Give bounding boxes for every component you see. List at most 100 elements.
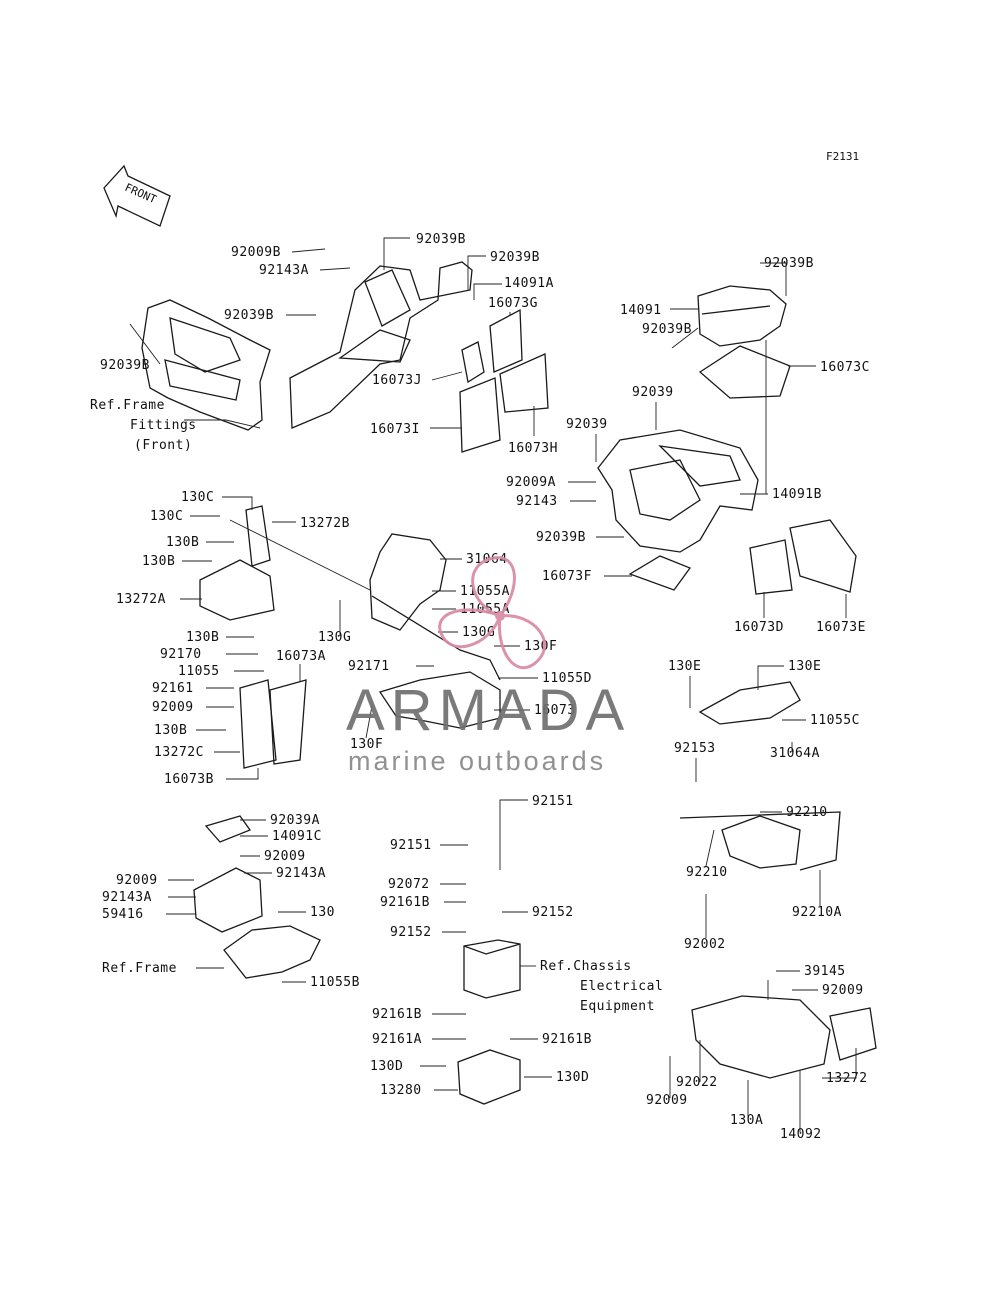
part-label: 16073J <box>372 373 422 388</box>
ref-note: Ref.Chassis <box>540 959 632 974</box>
part-label: 92143 <box>516 494 558 509</box>
battery-tray-shape <box>457 1049 521 1105</box>
pad-16073j-shape <box>461 341 485 384</box>
part-label: 92039A <box>270 813 320 828</box>
bracket-11055c-shape <box>698 681 801 725</box>
watermark-brand: ARMADA <box>346 678 630 743</box>
part-label: 16073G <box>488 296 538 311</box>
part-label: 130 <box>310 905 335 920</box>
part-label: 92039B <box>642 322 692 337</box>
part-label: 14091B <box>772 487 822 502</box>
part-label: 92039 <box>566 417 608 432</box>
part-label: 16073F <box>542 569 592 584</box>
part-label: 92153 <box>674 741 716 756</box>
part-label: 92009 <box>116 873 158 888</box>
part-labels: 92009B 92143A 92039B 92039B 14091A 92039… <box>100 232 870 1142</box>
part-label: 92143A <box>102 890 152 905</box>
part-label: 92039B <box>536 530 586 545</box>
center-tunnel-shape <box>597 429 759 553</box>
part-label: 92009 <box>646 1093 688 1108</box>
part-label: 14092 <box>780 1127 822 1142</box>
part-label: 92009 <box>822 983 864 998</box>
part-label: 130E <box>668 659 701 674</box>
part-label: 92022 <box>676 1075 718 1090</box>
part-label: 13280 <box>380 1083 422 1098</box>
watermark-logo: ARMADA marine outboards <box>346 556 630 776</box>
part-label: 92009A <box>506 475 556 490</box>
pad-16073c-shape <box>698 345 791 399</box>
reference-notes: Ref.Frame Fittings (Front) Ref.Frame Ref… <box>90 398 663 1014</box>
part-label: 14091C <box>272 829 322 844</box>
part-label: 16073B <box>164 772 214 787</box>
part-label: 130B <box>154 723 187 738</box>
ref-note: Electrical <box>580 979 663 994</box>
pad-16073d-shape <box>749 539 793 595</box>
part-label: 31064A <box>770 746 820 761</box>
part-label: 130D <box>370 1059 403 1074</box>
ref-note: Ref.Frame <box>102 961 177 976</box>
part-label: 92210 <box>786 805 828 820</box>
part-label: 11055C <box>810 713 860 728</box>
ref-note: Equipment <box>580 999 655 1014</box>
part-label: 92072 <box>388 877 430 892</box>
part-label: 13272C <box>154 745 204 760</box>
part-label: 130A <box>730 1113 763 1128</box>
pad-16073h-shape <box>499 353 549 413</box>
part-label: 11055A <box>460 584 510 599</box>
part-label: 92161A <box>372 1032 422 1047</box>
part-label: 92039B <box>490 250 540 265</box>
part-label: 130D <box>556 1070 589 1085</box>
watermark-tagline: marine outboards <box>348 746 606 776</box>
part-label: 16073D <box>734 620 784 635</box>
frame-section-shape <box>223 925 321 979</box>
part-label: 92161B <box>380 895 430 910</box>
figure-code: F2131 <box>826 150 859 163</box>
part-label: 130G <box>318 630 351 645</box>
part-label: 92009 <box>264 849 306 864</box>
part-label: 13272A <box>116 592 166 607</box>
ref-note: Fittings <box>130 418 197 433</box>
part-label: 92039B <box>224 308 274 323</box>
cover-14091-shape <box>697 285 787 347</box>
part-label: 92151 <box>390 838 432 853</box>
part-label: 130F <box>350 737 383 752</box>
propeller-icon <box>438 556 547 670</box>
battery-shape <box>463 939 521 999</box>
part-label: 16073I <box>370 422 420 437</box>
part-label: 92210 <box>686 865 728 880</box>
ref-note: Ref.Frame <box>90 398 165 413</box>
part-label: 14091 <box>620 303 662 318</box>
part-label: 92039B <box>764 256 814 271</box>
part-label: 16073E <box>816 620 866 635</box>
part-label: 92143A <box>259 263 309 278</box>
part-label: 13272 <box>826 1071 868 1086</box>
part-label: 92171 <box>348 659 390 674</box>
part-label: 92002 <box>684 937 726 952</box>
part-label: 13272B <box>300 516 350 531</box>
bracket-31064a-shape <box>679 811 841 871</box>
part-label: 92152 <box>532 905 574 920</box>
part-label: 92143A <box>276 866 326 881</box>
part-label: 92151 <box>532 794 574 809</box>
part-label: 130B <box>166 535 199 550</box>
part-label: 92210A <box>792 905 842 920</box>
part-label: 130B <box>186 630 219 645</box>
part-label: 92039B <box>416 232 466 247</box>
ref-note: (Front) <box>134 438 192 453</box>
part-label: 39145 <box>804 964 846 979</box>
part-label: 92161B <box>542 1032 592 1047</box>
bracket-13272a-shape <box>199 505 275 621</box>
part-label: 16073C <box>820 360 870 375</box>
part-label: 11055B <box>310 975 360 990</box>
part-label: 16073A <box>276 649 326 664</box>
pad-16073i-shape <box>459 377 501 453</box>
part-label: 16073 <box>534 703 576 718</box>
bracket-31064-shape <box>369 533 501 681</box>
bracket-14091c-shape <box>193 815 263 933</box>
part-label: 130C <box>150 509 183 524</box>
pad-16073f-shape <box>628 555 692 591</box>
part-label: 92009B <box>231 245 281 260</box>
part-label: 92161 <box>152 681 194 696</box>
part-label: 92170 <box>160 647 202 662</box>
